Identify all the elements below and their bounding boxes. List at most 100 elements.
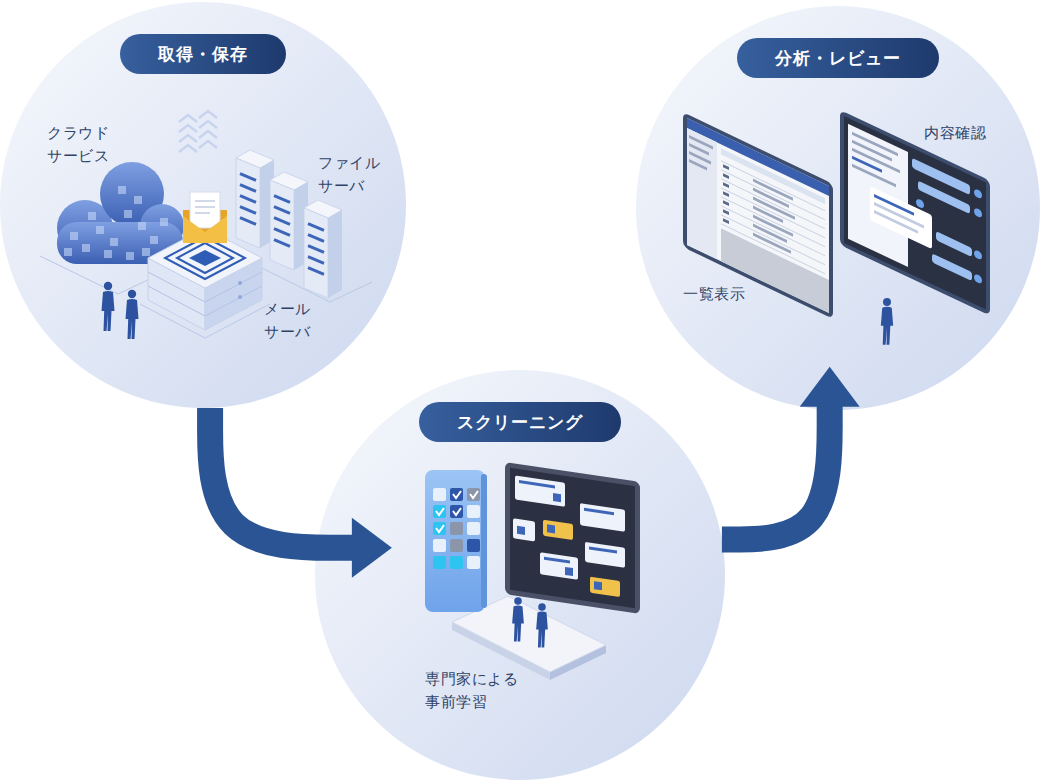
arrow-head: [800, 367, 860, 407]
mail-envelope: [183, 216, 227, 243]
mail-server: [238, 295, 242, 299]
phone-panel: [453, 508, 461, 515]
list-tablet: [687, 118, 829, 313]
detail-tablet: [840, 110, 990, 316]
list-tablet: [683, 112, 833, 319]
upload-chevrons: [179, 135, 197, 142]
label-holder: 一覧表示: [683, 283, 745, 306]
mail-envelope: [195, 212, 210, 214]
arrow-head: [352, 518, 392, 578]
screening-monitor: [544, 557, 570, 564]
list-tablet: [723, 209, 729, 215]
list-tablet: [723, 200, 729, 206]
detail-tablet: [852, 164, 896, 188]
arrow-shaft: [722, 405, 830, 540]
screening-monitor: [540, 552, 578, 580]
screening-monitor: [517, 526, 525, 535]
label-holder: ファイル サーバ: [318, 152, 380, 198]
detail-tablet: [918, 181, 970, 214]
detail-tablet: [870, 186, 932, 249]
label-holder: メール サーバ: [264, 298, 311, 344]
stage-circle: スクリーニング: [315, 370, 725, 780]
mail-server: [238, 281, 242, 285]
cloud-icon: [118, 186, 126, 194]
phone-panel: [436, 491, 478, 532]
cloud-icon: [160, 218, 168, 226]
detail-tablet: [974, 273, 982, 285]
mail-envelope: [195, 200, 215, 202]
upload-chevrons: [179, 125, 197, 132]
list-tablet: [723, 164, 729, 170]
cloud-icon: [96, 226, 104, 234]
screening-monitor: [513, 518, 535, 541]
mail-server: [148, 286, 262, 316]
screening-monitor: [519, 480, 555, 488]
detail-tablet: [874, 210, 918, 234]
screening-monitor: [585, 542, 625, 568]
detail-tablet: [936, 231, 972, 257]
upload-chevrons: [199, 131, 217, 138]
cloud-icon: [124, 210, 132, 218]
phone-panel: [467, 488, 480, 501]
server-tower: [304, 200, 342, 298]
screening-monitor: [565, 567, 573, 576]
detail-tablet: [974, 249, 982, 261]
label-holder: 内容確認: [924, 122, 986, 145]
phone-panel: [433, 505, 446, 518]
detail-tablet: [974, 207, 982, 219]
server-tower: [236, 150, 274, 248]
list-tablet: [689, 159, 707, 171]
upload-chevrons: [199, 121, 217, 128]
list-tablet: [753, 188, 789, 208]
screening-monitor: [510, 468, 635, 609]
phone-panel: [433, 539, 446, 552]
stage-circle: 取得・保存: [0, 2, 406, 408]
person-figure: [881, 298, 893, 345]
mail-server: [165, 237, 245, 279]
part-label: 一覧表示: [683, 283, 745, 306]
detail-tablet: [932, 253, 972, 281]
cloud-icon: [142, 248, 150, 256]
list-tablet: [683, 112, 833, 319]
phone-panel: [433, 556, 446, 569]
phone-panel: [467, 556, 480, 569]
cloud-icon: [150, 236, 158, 244]
screening-monitor: [590, 577, 620, 597]
phone-panel: [433, 522, 446, 535]
phone-panel: [450, 522, 463, 535]
list-tablet: [721, 148, 825, 204]
flow-arrow: [722, 367, 860, 540]
cloud-icon: [110, 238, 118, 246]
list-tablet: [723, 173, 729, 179]
screening-monitor: [547, 524, 555, 533]
circle-fill: [636, 6, 1040, 410]
cloud-icon: [82, 244, 90, 252]
phone-panel: [467, 539, 480, 552]
person-figure: [512, 597, 524, 641]
upload-chevrons: [199, 141, 217, 148]
cloud-icon: [104, 250, 112, 258]
stage-heading: スクリーニング: [419, 402, 621, 442]
detail-tablet: [844, 116, 986, 310]
phone-panel: [450, 505, 463, 518]
upload-chevrons: [199, 111, 217, 118]
circle-fill: [315, 370, 725, 780]
screening-monitor: [515, 475, 565, 506]
mail-envelope: [195, 206, 215, 208]
phone-panel: [433, 488, 446, 501]
circle-fill: [0, 2, 406, 408]
detail-tablet: [840, 110, 990, 316]
arrow-shaft: [210, 408, 354, 548]
cloud-icon: [138, 222, 146, 230]
upload-chevrons: [179, 145, 197, 152]
stage-circle: 分析・レビュー: [636, 6, 1040, 410]
phone-panel: [436, 525, 444, 532]
screening-monitor: [594, 581, 602, 590]
phone-panel: [467, 522, 480, 535]
phone-panel: [425, 470, 485, 612]
phone-panel: [481, 474, 487, 608]
cloud-icon: [64, 248, 72, 256]
cloud-icon: [126, 252, 134, 260]
